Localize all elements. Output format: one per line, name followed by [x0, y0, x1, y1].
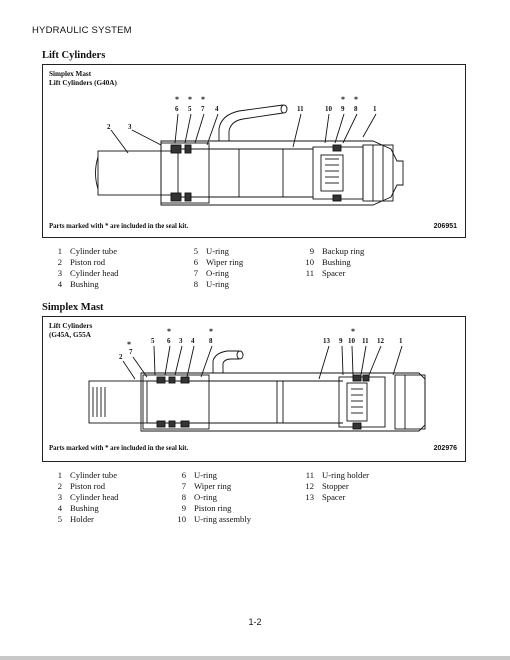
callout-11: 11 — [362, 337, 369, 345]
callout-2: 2 — [107, 123, 111, 131]
callout-9: 9 — [341, 105, 345, 113]
callout-8: 8 — [209, 337, 213, 345]
callout-11: 11 — [297, 105, 304, 113]
figure-id: 202976 — [433, 445, 457, 452]
callout-2: 2 — [119, 353, 123, 361]
callout-7: 7 — [129, 348, 133, 356]
seal-kit-note: Parts marked with * are included in the … — [49, 223, 189, 230]
page-number: 1-2 — [248, 617, 262, 627]
seal-kit-star: * — [351, 327, 355, 336]
figure-g40a: Simplex Mast Lift Cylinders (G40A) * * *… — [42, 64, 466, 238]
callout-7: 7 — [201, 105, 205, 113]
seal-kit-star: * — [188, 95, 192, 104]
cylinder-drawing-g40a — [95, 104, 404, 206]
callout-6: 6 — [175, 105, 179, 113]
seal-kit-star: * — [175, 95, 179, 104]
seal-kit-star: * — [201, 95, 205, 104]
page-header: HYDRAULIC SYSTEM — [32, 25, 132, 36]
callout-5: 5 — [151, 337, 155, 345]
figure-g45a-g55a: Lift Cylinders (G45A, G55A * * * * 5 6 3… — [42, 316, 466, 462]
figure-label: Simplex Mast Lift Cylinders (G40A) — [49, 70, 117, 88]
callout-9: 9 — [339, 337, 343, 345]
section-title-lift-cylinders: Lift Cylinders — [42, 50, 106, 61]
figure-label: Lift Cylinders (G45A, G55A — [49, 322, 92, 340]
callout-4: 4 — [191, 337, 195, 345]
callout-10: 10 — [348, 337, 355, 345]
callout-3: 3 — [128, 123, 132, 131]
callout-3: 3 — [179, 337, 183, 345]
figure-label-line1: Simplex Mast — [49, 70, 92, 78]
callout-6: 6 — [167, 337, 171, 345]
seal-kit-star: * — [341, 95, 345, 104]
callout-12: 12 — [377, 337, 384, 345]
figure-label-line1: Lift Cylinders — [49, 322, 93, 330]
figure-id: 206951 — [433, 223, 457, 230]
page-bottom-border — [0, 656, 510, 660]
cylinder-drawing-g45a-g55a — [88, 345, 426, 432]
callout-4: 4 — [215, 105, 219, 113]
seal-kit-star: * — [167, 327, 171, 336]
section-title-simplex-mast: Simplex Mast — [42, 302, 104, 313]
seal-kit-star: * — [354, 95, 358, 104]
seal-kit-note: Parts marked with * are included in the … — [49, 445, 189, 452]
figure-label-line2: (G45A, G55A — [49, 331, 91, 339]
callout-5: 5 — [188, 105, 192, 113]
seal-kit-star: * — [127, 340, 131, 349]
seal-kit-star: * — [209, 327, 213, 336]
callout-8: 8 — [354, 105, 358, 113]
callout-1: 1 — [399, 337, 403, 345]
callout-13: 13 — [323, 337, 330, 345]
callout-10: 10 — [325, 105, 332, 113]
figure-label-line2: Lift Cylinders (G40A) — [49, 79, 117, 87]
callout-1: 1 — [373, 105, 377, 113]
